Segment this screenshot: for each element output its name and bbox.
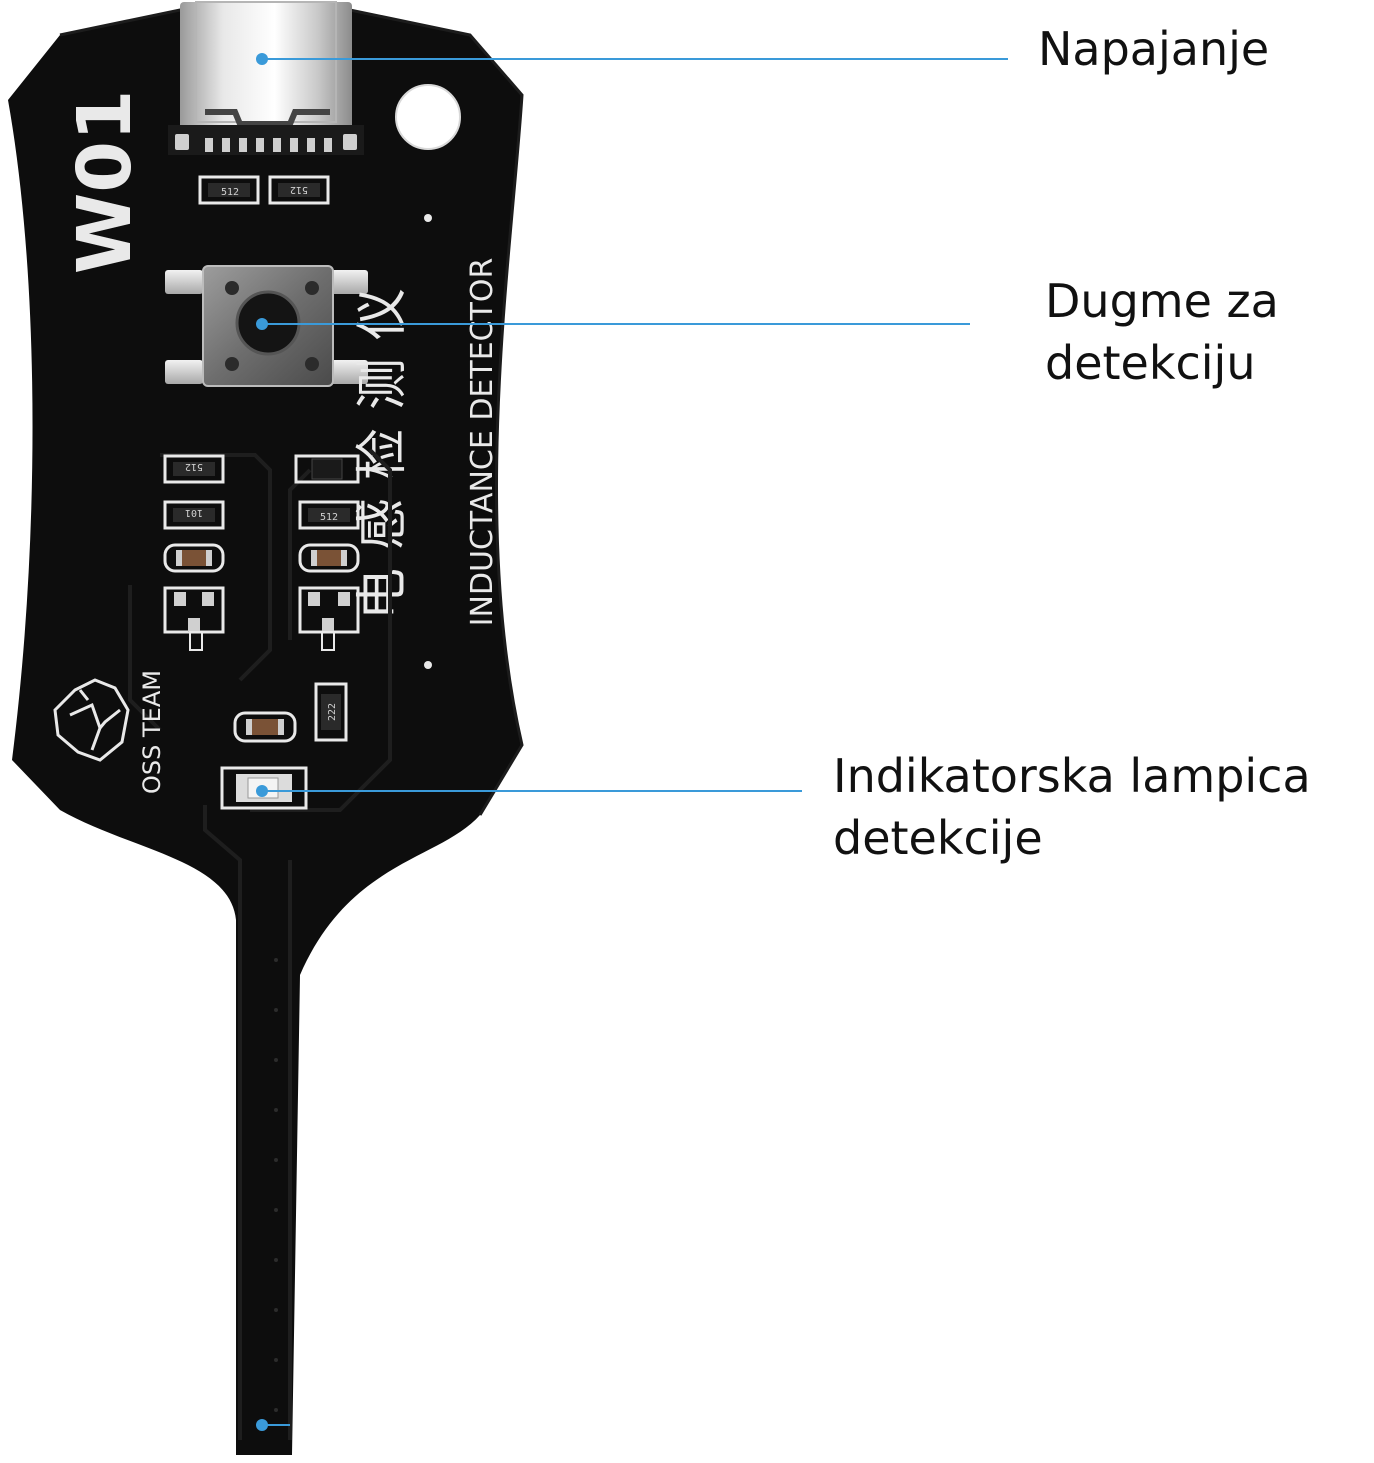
component-code-r1: 512	[221, 187, 239, 198]
led-area	[233, 711, 297, 743]
silk-dot-bottom	[424, 661, 432, 669]
english-title: INDUCTANCE DETECTOR	[465, 258, 500, 627]
callout-indicator	[256, 785, 802, 797]
detection-button-label-line1: Dugme za	[1045, 274, 1279, 328]
team-name: OSS TEAM	[138, 670, 166, 794]
model-label: W01	[62, 90, 148, 275]
mounting-hole	[395, 84, 461, 150]
chinese-title: 电感检测仪	[353, 270, 413, 620]
resistor-pair-top	[198, 175, 330, 205]
usb-c-connector	[168, 1, 364, 155]
smd-column-left	[163, 454, 225, 651]
callout-button	[256, 318, 970, 330]
silk-dot-top	[424, 214, 432, 222]
pcb-edge	[59, 8, 524, 816]
component-code-r2: 512	[290, 184, 308, 195]
indicator-lamp-label: Indikatorska lampica detekcije	[833, 745, 1311, 869]
power-label: Napajanje	[1038, 18, 1269, 80]
indicator-lamp-label-line2: detekcije	[833, 811, 1043, 865]
detection-button-label: Dugme za detekciju	[1045, 270, 1279, 394]
power-label-text: Napajanje	[1038, 22, 1270, 76]
indicator-lamp-label-line1: Indikatorska lampica	[833, 749, 1311, 803]
component-code-r6: 222	[327, 703, 338, 721]
oss-team-logo-icon	[53, 678, 130, 762]
detection-button[interactable]	[165, 265, 368, 387]
probe-trace-dots	[274, 958, 278, 1412]
component-code-r3: 512	[185, 461, 203, 472]
component-code-r5: 512	[320, 512, 338, 523]
smd-column-right	[294, 454, 360, 742]
callout-power	[256, 53, 1008, 65]
detection-button-label-line2: detekciju	[1045, 336, 1256, 390]
component-code-r4: 101	[185, 507, 203, 518]
